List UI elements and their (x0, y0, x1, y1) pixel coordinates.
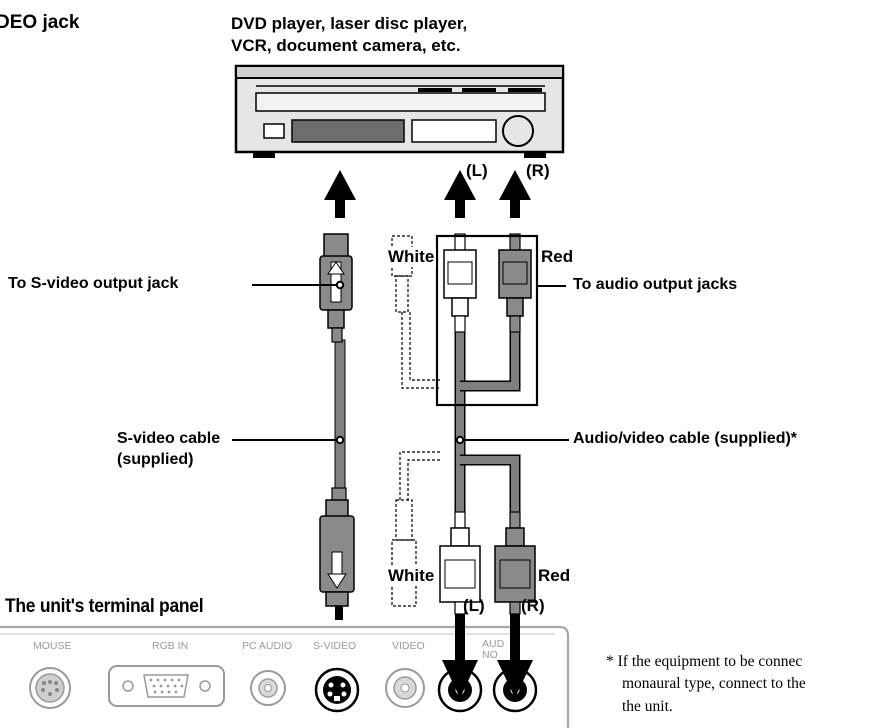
channel-label-left-top: (L) (466, 161, 488, 180)
channel-label-left-bottom: (L) (463, 596, 485, 615)
audio-output-bracket (435, 234, 539, 407)
section-title: DEO jack (0, 12, 80, 33)
up-arrow-right (499, 170, 531, 218)
rca-plug-red-top (498, 233, 532, 333)
plug-color-red-bottom: Red (538, 566, 571, 585)
video-port-icon (385, 668, 425, 708)
port-label-mouse: MOUSE (33, 640, 72, 652)
port-label-video: VIDEO (392, 640, 425, 652)
callout-svideo-cable-line1: S-video cable (117, 430, 221, 447)
pc-audio-port-icon (250, 670, 286, 706)
port-label-rgb-in: RGB IN (152, 640, 189, 652)
callout-svideo-cable-line2: (supplied) (117, 451, 194, 468)
port-label-audio-bottom: NO (482, 649, 498, 661)
down-arrow-left (442, 614, 478, 698)
up-arrow-left (444, 170, 476, 218)
s-video-port-icon (314, 667, 360, 713)
port-label-pc-audio: PC AUDIO (242, 640, 293, 652)
callout-svideo-output: To S-video output jack (8, 275, 179, 292)
panel-title: The unit's terminal panel (5, 596, 204, 617)
rca-plug-white-top (443, 233, 477, 333)
callout-av-cable: Audio/video cable (supplied)* (573, 430, 798, 447)
mouse-port-icon (29, 667, 71, 709)
svideo-cable (319, 233, 355, 607)
channel-label-right-bottom: (R) (521, 596, 545, 615)
rca-plug-white-bottom (439, 511, 481, 615)
down-arrow-svideo (335, 606, 343, 620)
plug-color-white-bottom: White (386, 566, 437, 586)
port-label-audio-top: AUD (482, 638, 505, 650)
plug-color-white-top: White (386, 247, 437, 267)
leader-lines (232, 280, 569, 445)
audio-video-cable (454, 330, 521, 520)
down-arrow-right (497, 614, 533, 698)
port-label-s-video: S-VIDEO (313, 640, 357, 652)
rgb-in-port-icon (108, 665, 225, 707)
up-arrow-svideo (324, 170, 356, 218)
source-device (234, 64, 565, 158)
callout-audio-output: To audio output jacks (573, 276, 738, 293)
footnote-line3: the unit. (622, 698, 673, 715)
footnote-line1: * If the equipment to be connec (606, 653, 803, 670)
rca-plug-red-bottom (494, 511, 536, 615)
footnote-line2: monaural type, connect to the (622, 675, 806, 692)
source-caption-line2: VCR, document camera, etc. (231, 36, 461, 55)
source-caption-line1: DVD player, laser disc player, (231, 14, 468, 33)
channel-label-right-top: (R) (526, 161, 550, 180)
plug-color-red-top: Red (541, 247, 574, 266)
